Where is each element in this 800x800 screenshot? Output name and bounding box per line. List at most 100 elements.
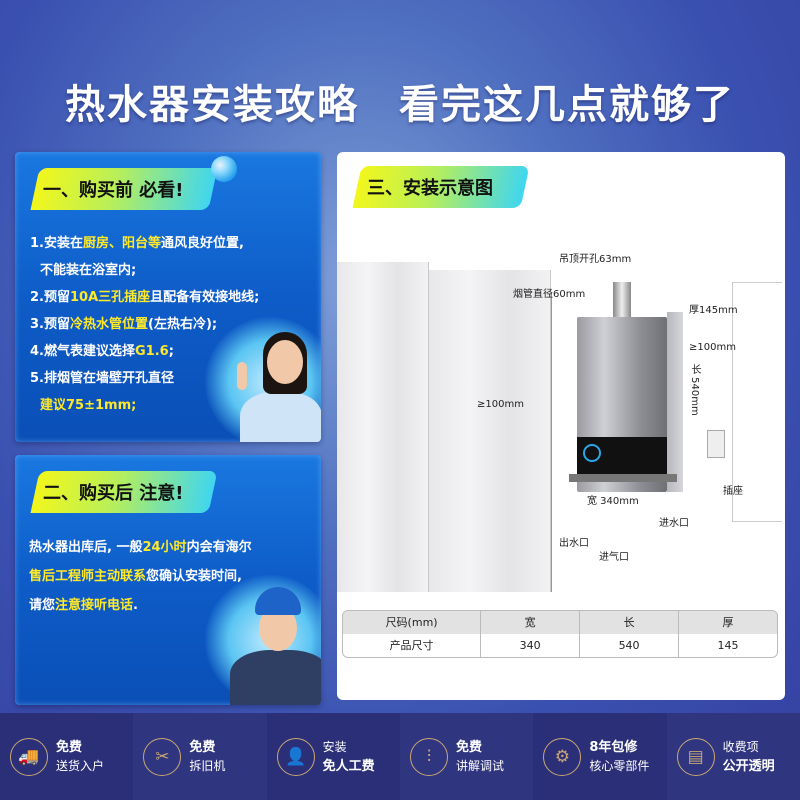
thickness-label: 厚145mm: [689, 305, 738, 316]
heater-base: [569, 474, 677, 482]
table-header-row: 尺码(mm) 宽 长 厚: [343, 611, 777, 634]
tip-text: 2.预留: [30, 290, 70, 305]
service-label: 讲解调试: [455, 758, 504, 773]
tip-item: 1.安装在厨房、阳台等通风良好位置,: [30, 230, 259, 257]
tip-text: 5.排烟管在墙壁开孔直径: [30, 371, 174, 386]
service-label: 拆旧机: [189, 758, 226, 773]
tip-item: 建议75±1mm;: [30, 392, 259, 419]
notice-text: 热水器出库后, 一般: [29, 540, 143, 555]
sliders-icon: ⫶: [409, 737, 448, 776]
highlight-text: 注意接听电话: [55, 598, 134, 613]
service-label: 8年包修: [589, 739, 638, 755]
tip-text: 不能装在浴室内;: [40, 263, 137, 278]
table-cell: 340: [480, 634, 579, 657]
notice-text: 您确认安装时间,: [146, 569, 242, 584]
gas-inlet-label: 进气口: [599, 552, 629, 563]
user-icon: 👤: [276, 737, 315, 776]
page-title: 热水器安装攻略 看完这几点就够了: [0, 72, 800, 130]
notice-text: 请您: [29, 598, 56, 613]
service-label: 安装: [322, 739, 347, 754]
flue-pipe: [613, 282, 631, 318]
tip-item: 2.预留10A三孔插座且配备有效接地线;: [30, 284, 259, 311]
table-header: 厚: [678, 611, 777, 634]
service-text: 8年包修核心零部件: [589, 738, 649, 776]
notice-line: 售后工程师主动联系您确认安装时间,: [29, 562, 314, 591]
tip-text: 1.安装在: [30, 236, 83, 251]
notice-text: 内会有海尔: [186, 540, 252, 555]
service-item: ⫶免费讲解调试: [399, 713, 534, 800]
table-header: 尺码(mm): [385, 616, 438, 629]
tip-text: 4.燃气表建议选择: [30, 344, 135, 359]
tip-item: 不能装在浴室内;: [30, 257, 259, 284]
tip-item: 3.预留冷热水管位置(左热右冷);: [30, 311, 259, 338]
service-label: 收费项: [722, 739, 759, 754]
heater-display: [583, 444, 601, 462]
tip-item: 5.排烟管在墙壁开孔直径: [30, 365, 259, 392]
service-item: ⚙8年包修核心零部件: [533, 713, 667, 800]
highlight-text: 24小时: [142, 540, 187, 555]
service-item: 🚚免费送货入户: [0, 713, 134, 800]
service-item: 👤安装免人工费: [266, 713, 400, 800]
after-purchase-panel: 二、购买后 注意! 热水器出库后, 一般24小时内会有海尔售后工程师主动联系您确…: [15, 455, 321, 705]
notice-line: 热水器出库后, 一般24小时内会有海尔: [29, 533, 314, 562]
tip-text: 且配备有效接地线;: [150, 290, 260, 305]
truck-icon: 🚚: [10, 737, 48, 776]
size-table: 尺码(mm) 宽 长 厚 产品尺寸 340 540 145: [342, 610, 778, 658]
table-cell: 145: [678, 634, 777, 657]
table-header: 宽: [480, 611, 579, 634]
highlight-text: 售后工程师主动联系: [29, 569, 147, 584]
service-label: 免人工费: [322, 758, 375, 774]
service-text: 免费送货入户: [56, 738, 104, 776]
before-purchase-panel: 一、购买前 必看! 1.安装在厨房、阳台等通风良好位置,不能装在浴室内;2.预留…: [15, 152, 321, 442]
cabinet-left: [337, 262, 429, 592]
service-text: 免费拆旧机: [189, 738, 225, 776]
receipt-icon: ▤: [676, 737, 715, 776]
service-text: 收费项公开透明: [723, 738, 775, 776]
service-item: ✂免费拆旧机: [133, 713, 267, 800]
bubble-icon: [211, 156, 237, 182]
width-label: 宽 340mm: [587, 496, 639, 507]
door-frame: [732, 282, 782, 522]
highlight-text: 建议75±1mm;: [40, 398, 137, 413]
highlight-text: 10A三孔插座: [69, 290, 151, 305]
tip-text: 3.预留: [30, 317, 70, 332]
service-text: 安装免人工费: [323, 738, 375, 776]
tip-text: 通风良好位置,: [161, 236, 244, 251]
tools-icon: ✂: [143, 737, 182, 776]
socket-icon: [707, 430, 725, 458]
title-left: 热水器安装攻略: [65, 82, 360, 128]
service-item: ▤收费项公开透明: [666, 713, 800, 800]
length-label: 长 540mm: [689, 364, 700, 416]
after-purchase-text: 热水器出库后, 一般24小时内会有海尔售后工程师主动联系您确认安装时间,请您注意…: [29, 533, 314, 620]
title-right: 看完这几点就够了: [398, 82, 735, 128]
water-outlet-label: 出水口: [559, 538, 589, 549]
heater-side: [667, 312, 683, 492]
section-tag: 三、安装示意图: [367, 178, 493, 199]
cabinet-right: [429, 270, 551, 592]
socket-label: 插座: [723, 486, 743, 497]
tips-list: 1.安装在厨房、阳台等通风良好位置, 不能装在浴室内; 2.预留10A三孔插座且配备…: [30, 230, 259, 419]
tip-item: 4.燃气表建议选择G1.6;: [30, 338, 259, 365]
table-row: 产品尺寸 340 540 145: [343, 634, 777, 657]
service-label: 送货入户: [56, 758, 105, 773]
table-cell: 540: [579, 634, 678, 657]
section-tag: 二、购买后 注意!: [43, 483, 184, 504]
table-header: 长: [579, 611, 678, 634]
service-label: 核心零部件: [589, 758, 650, 773]
highlight-text: 冷热水管位置: [69, 317, 148, 332]
highlight-text: 厨房、阳台等: [82, 236, 161, 251]
notice-line: 请您注意接听电话.: [29, 591, 314, 620]
table-cell: 产品尺寸: [389, 639, 434, 652]
gear-icon: ⚙: [543, 737, 582, 776]
right-gap-label: ≥100mm: [689, 342, 736, 353]
tip-text: ;: [168, 344, 174, 359]
service-text: 免费讲解调试: [456, 738, 504, 776]
notice-text: .: [133, 598, 138, 613]
service-bar: 🚚免费送货入户✂免费拆旧机👤安装免人工费⫶免费讲解调试⚙8年包修核心零部件▤收费…: [0, 713, 800, 800]
highlight-text: G1.6: [134, 344, 169, 359]
tip-text: (左热右冷);: [148, 317, 218, 332]
flue-diameter-label: 烟管直径60mm: [513, 289, 586, 300]
service-label: 免费: [189, 739, 216, 755]
service-label: 公开透明: [722, 758, 775, 774]
installation-diagram-panel: 三、安装示意图 吊顶开孔63mm 烟管直径60mm 厚145mm ≥100mm …: [337, 152, 785, 700]
